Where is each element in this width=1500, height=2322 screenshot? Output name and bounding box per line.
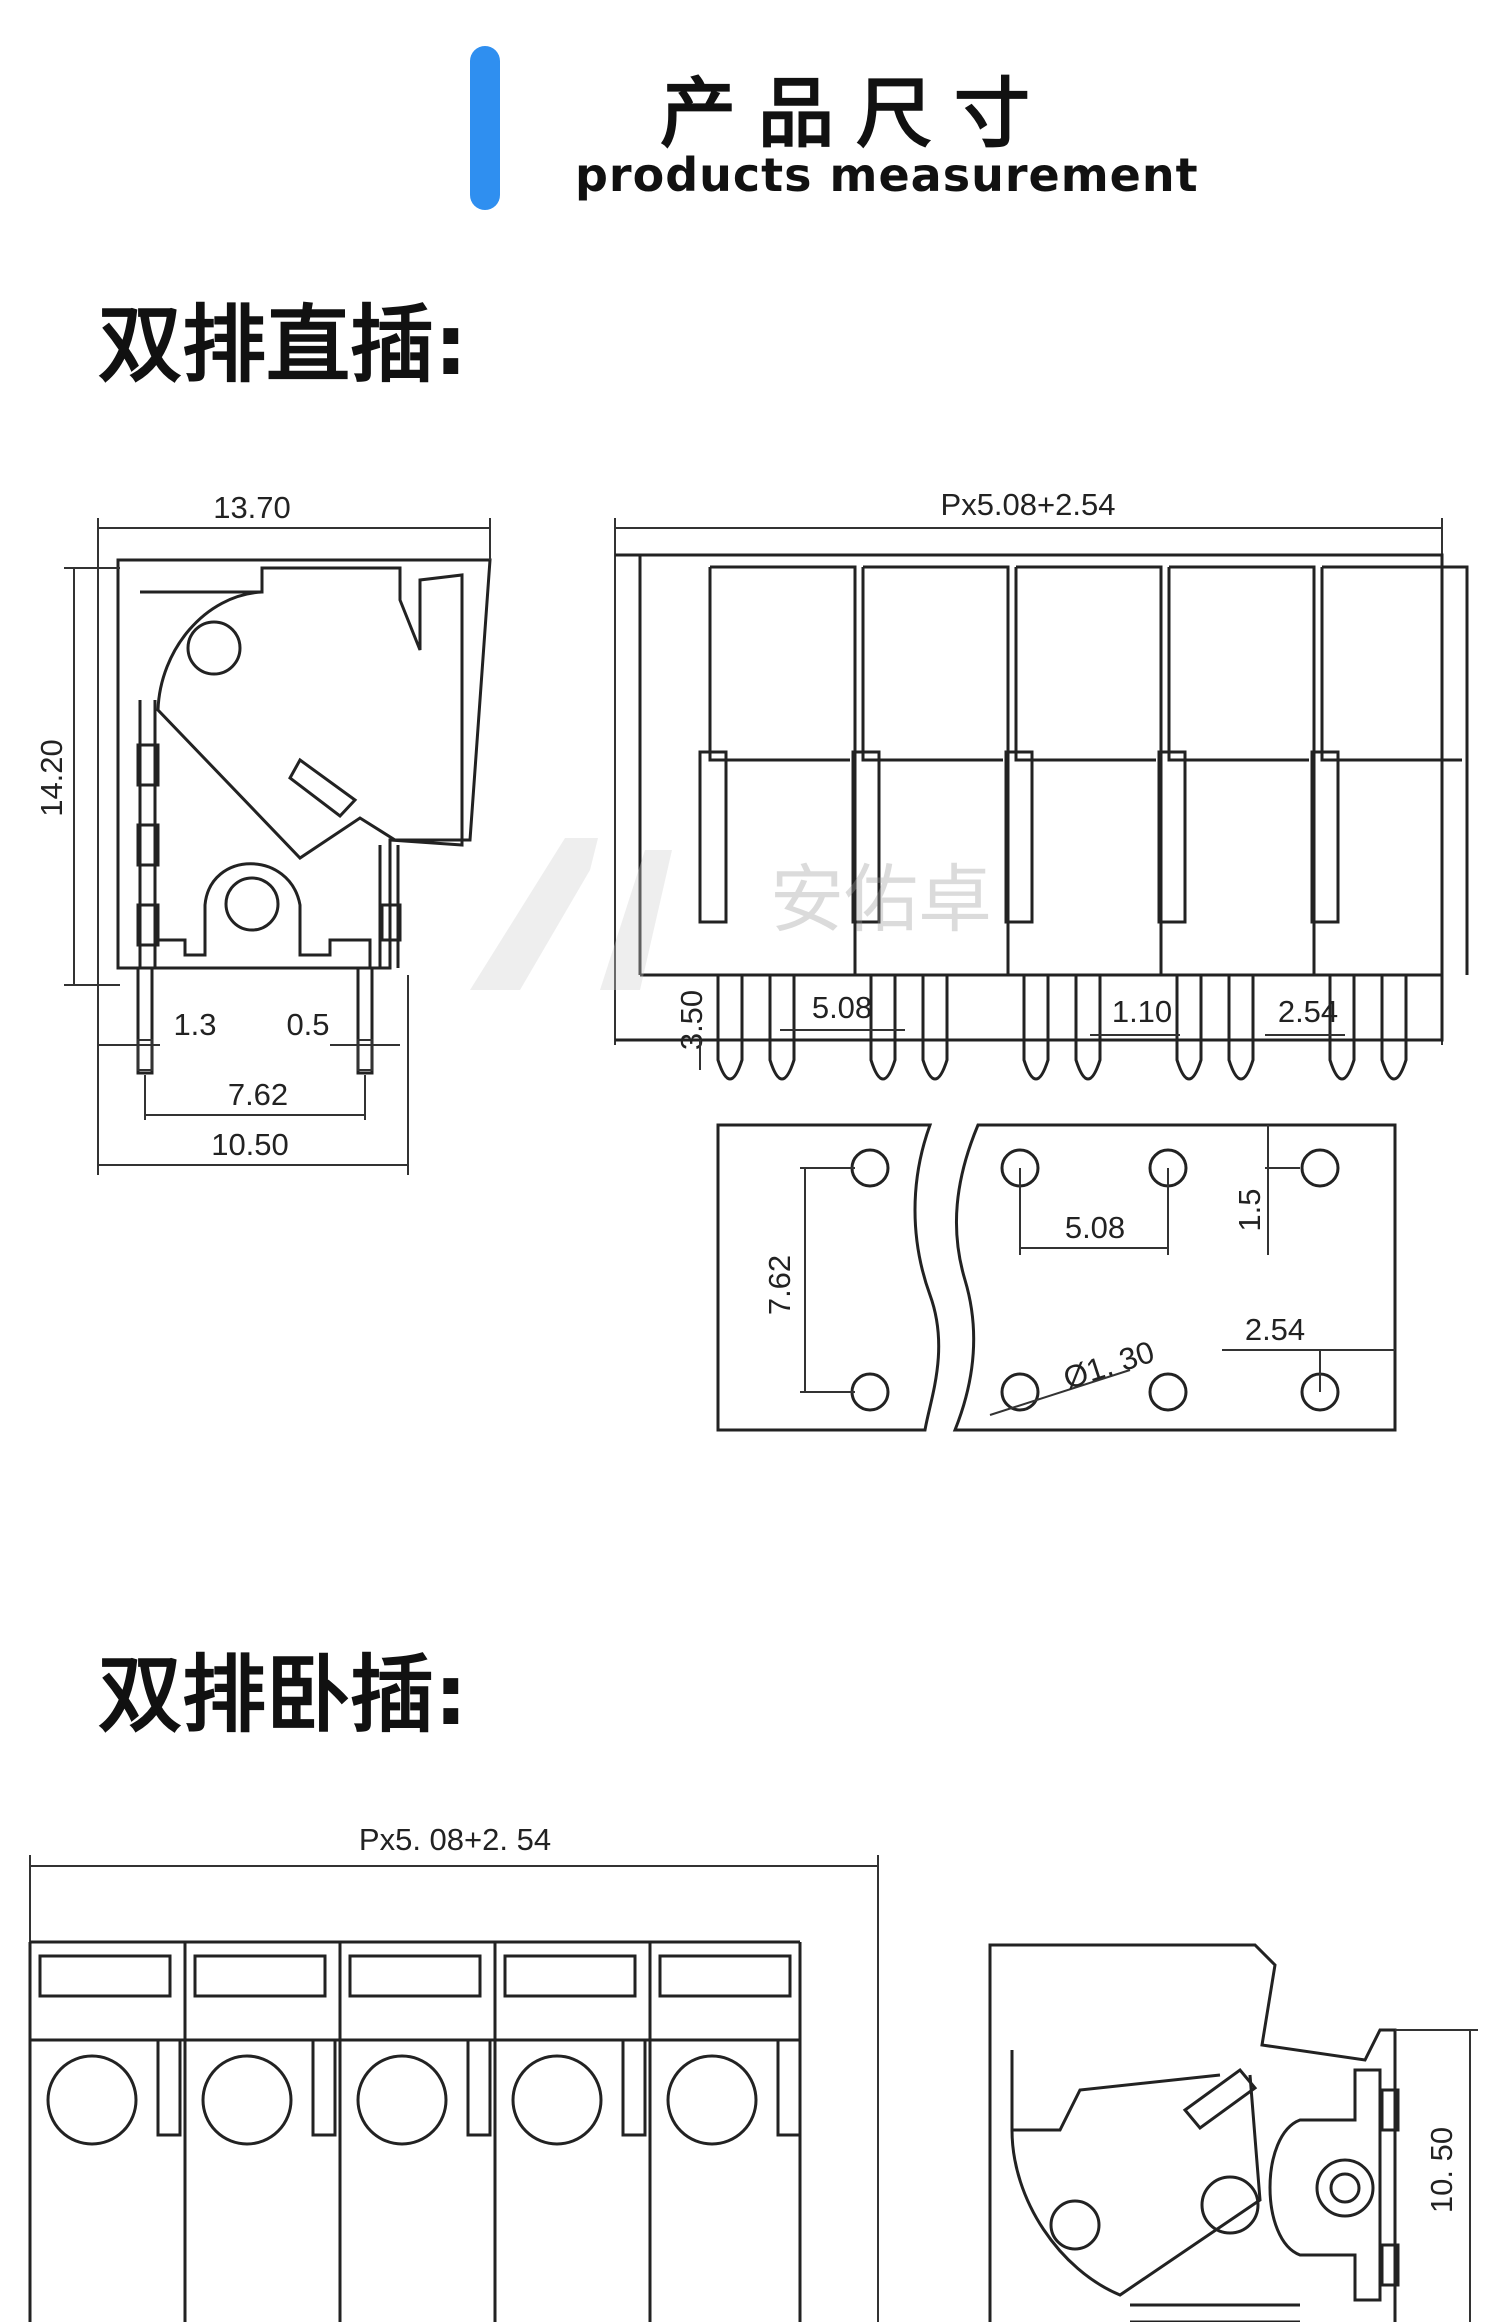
pole-slot: [503, 1954, 637, 1998]
side-right-pin-label: 0.5: [286, 1007, 329, 1042]
screw-hole: [356, 2054, 448, 2146]
side-view-horizontal: [988, 1943, 1478, 2322]
pin-front: [768, 975, 796, 1081]
front-pitch-label: 5.08: [812, 990, 872, 1025]
front-pin-width-label: 1.10: [1112, 994, 1172, 1029]
pole-outline: [1320, 567, 1462, 762]
pole-outline: [708, 567, 850, 762]
watermark-text: 安佑卓: [770, 857, 992, 943]
screw-hole: [511, 2054, 603, 2146]
pole-slot: [658, 1954, 792, 1998]
pole-latch: [698, 750, 728, 924]
watermark: 安佑卓: [470, 838, 992, 990]
horiz-overall-label: Px5. 08+2. 54: [359, 1822, 551, 1857]
page-header: 产品尺寸 products measurement: [0, 0, 1500, 230]
front-pin-length-label: 3.50: [674, 990, 709, 1050]
pole-latch: [1157, 750, 1187, 924]
pin-back: [716, 975, 744, 1081]
pole-divider: [863, 565, 1010, 975]
pole-latch: [1004, 750, 1034, 924]
pin-front: [1074, 975, 1102, 1081]
pin-front: [921, 975, 949, 1081]
pcb-end-label: 2.54: [1245, 1312, 1305, 1347]
side-view-vertical: [64, 518, 492, 1175]
pole-outline: [1014, 567, 1156, 762]
pcb-row-spacing-label: 7.62: [762, 1255, 797, 1315]
pole-divider: [1322, 565, 1469, 975]
side-height-label: 14.20: [34, 739, 69, 817]
side-base-width-label: 10.50: [211, 1127, 289, 1162]
side-left-pin-label: 1.3: [173, 1007, 216, 1042]
front-view-vertical: [614, 518, 1469, 1081]
pcb-offset-label: 1.5: [1232, 1188, 1267, 1231]
pole-outline: [861, 567, 1003, 762]
pcb-layout: [716, 1123, 1397, 1432]
screw-hole: [666, 2054, 758, 2146]
pole-latch: [1310, 750, 1340, 924]
pin-front: [1227, 975, 1255, 1081]
pin-back: [1328, 975, 1356, 1081]
front-view-horizontal: [28, 1855, 879, 2322]
screw-hole: [201, 2054, 293, 2146]
pole-latch: [621, 2038, 647, 2137]
pcb-hole-label: Ø1. 30: [1059, 1334, 1158, 1396]
pole-latch: [776, 2038, 802, 2137]
screw-hole: [46, 2054, 138, 2146]
front-dimension-lines: [699, 1029, 1345, 1070]
pin-front: [1380, 975, 1408, 1081]
pole-slot: [38, 1954, 172, 1998]
pin-back: [1175, 975, 1203, 1081]
pole-divider: [1169, 565, 1316, 975]
pole-latch: [311, 2038, 337, 2137]
pcb-pitch-label: 5.08: [1065, 1210, 1125, 1245]
side-pin-pitch-label: 7.62: [228, 1077, 288, 1112]
horiz-height-label: 10. 50: [1424, 2127, 1459, 2213]
front-overall-label: Px5.08+2.54: [941, 487, 1116, 522]
pole-latch: [851, 750, 881, 924]
side-width-label: 13.70: [213, 490, 291, 525]
pole-latch: [466, 2038, 492, 2137]
pole-divider: [1016, 565, 1163, 975]
front-end-label: 2.54: [1278, 994, 1338, 1029]
pole-outline: [1167, 567, 1309, 762]
pole-slot: [193, 1954, 327, 1998]
pole-slot: [348, 1954, 482, 1998]
header-title-en: products measurement: [575, 148, 1199, 202]
header-title-cn: 产品尺寸: [660, 69, 1052, 158]
section-title-horizontal: 双排卧插:: [98, 1646, 468, 1744]
header-accent-bar: [470, 46, 500, 210]
pin-back: [1022, 975, 1050, 1081]
pole-divider: [710, 565, 857, 975]
section-title-vertical: 双排直插:: [98, 296, 468, 394]
pin-back: [869, 975, 897, 1081]
pole-latch: [156, 2038, 182, 2137]
